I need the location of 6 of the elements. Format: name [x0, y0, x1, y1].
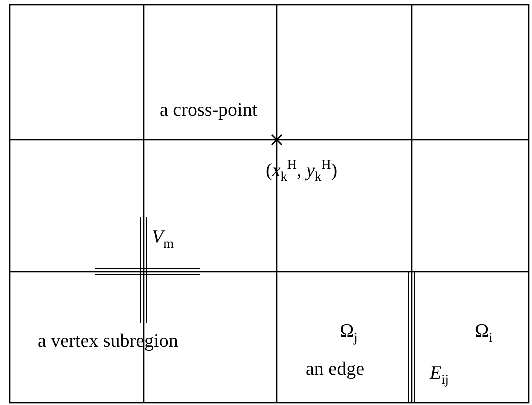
subregion-label: Ω$_{i}$ — [475, 322, 493, 346]
annotation-text: a cross-point — [160, 101, 258, 122]
annotation-text: an edge — [306, 360, 365, 381]
edge-symbol: E$_{ij}$ — [430, 364, 449, 388]
subregion-label: Ω$_{j}$ — [340, 322, 358, 346]
vertex-label: V$_{m}$ — [152, 228, 174, 252]
